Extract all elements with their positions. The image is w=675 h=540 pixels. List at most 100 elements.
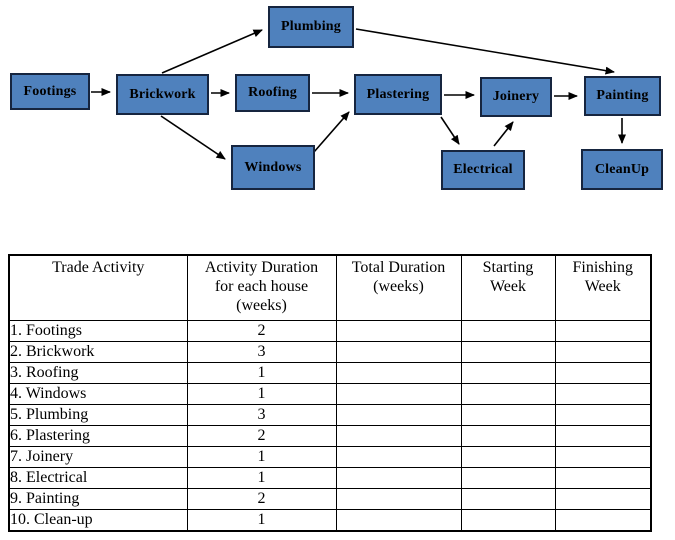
header-line: (weeks) (373, 278, 424, 295)
cell-starting-week (460, 424, 556, 447)
cell-total-duration (335, 508, 462, 531)
node-label: Windows (244, 159, 302, 175)
cell-total-duration (335, 382, 462, 405)
col-header-trade-activity: Trade Activity (8, 254, 188, 321)
cell-starting-week (460, 361, 556, 384)
cell-total-duration (335, 361, 462, 384)
node-label: CleanUp (594, 161, 650, 177)
col-header-total-duration: Total Duration (weeks) (335, 254, 462, 321)
node-label: Footings (23, 83, 77, 99)
header-line: Week (584, 278, 621, 295)
cell-starting-week (460, 466, 556, 489)
node-label: Roofing (248, 85, 297, 100)
cell-duration: 2 (186, 424, 337, 447)
cell-duration: 1 (186, 361, 337, 384)
cell-starting-week (460, 382, 556, 405)
trade-activity-table: Trade Activity Activity Duration for eac… (8, 254, 652, 532)
node-label: Plumbing (281, 19, 341, 34)
cell-finishing-week (554, 319, 652, 342)
cell-starting-week (460, 403, 556, 426)
header-line: Trade Activity (52, 259, 145, 276)
cell-finishing-week (554, 508, 652, 531)
arrow-plumbing-painting (355, 28, 615, 75)
node-label: Plastering (366, 86, 430, 102)
network-diagram: Footings Brickwork Roofing Plumbing Wind… (0, 0, 675, 230)
cell-finishing-week (554, 403, 652, 426)
cell-total-duration (335, 487, 462, 510)
cell-duration: 3 (186, 340, 337, 363)
table-row-footings: 1. Footings 2 (8, 319, 652, 342)
cell-duration: 2 (186, 487, 337, 510)
cell-starting-week (460, 508, 556, 531)
cell-activity: 1. Footings (8, 319, 188, 342)
cell-finishing-week (554, 445, 652, 468)
table-row-plumbing: 5. Plumbing 3 (8, 403, 652, 426)
arrow-plastering-electrical (440, 116, 460, 145)
header-row: Trade Activity Activity Duration for eac… (8, 254, 652, 321)
node-label: Electrical (453, 162, 513, 177)
node-plumbing: Plumbing (268, 6, 354, 48)
col-header-activity-duration: Activity Duration for each house (weeks) (186, 254, 337, 321)
cell-activity: 3. Roofing (8, 361, 188, 384)
header-line: Total Duration (351, 259, 446, 276)
header-line: for each house (214, 278, 309, 295)
node-plastering: Plastering (354, 74, 442, 115)
node-roofing: Roofing (235, 74, 310, 112)
cell-starting-week (460, 340, 556, 363)
arrow-brickwork-windows (160, 115, 226, 160)
table-row-brickwork: 2. Brickwork 3 (8, 340, 652, 363)
node-brickwork: Brickwork (116, 74, 209, 115)
cell-total-duration (335, 403, 462, 426)
table-row-plastering: 6. Plastering 2 (8, 424, 652, 447)
cell-starting-week (460, 487, 556, 510)
cell-finishing-week (554, 466, 652, 489)
node-painting: Painting (584, 76, 661, 116)
cell-total-duration (335, 340, 462, 363)
cell-activity: 8. Electrical (8, 466, 188, 489)
col-header-starting-week: Starting Week (460, 254, 556, 321)
cell-finishing-week (554, 361, 652, 384)
header-line: Starting (482, 259, 534, 276)
cell-finishing-week (554, 424, 652, 447)
cell-activity: 5. Plumbing (8, 403, 188, 426)
table-row-windows: 4. Windows 1 (8, 382, 652, 405)
table-row-cleanup: 10. Clean-up 1 (8, 508, 652, 531)
node-cleanup: CleanUp (581, 149, 663, 190)
table-row-roofing: 3. Roofing 1 (8, 361, 652, 384)
table-header: Trade Activity Activity Duration for eac… (8, 254, 652, 321)
cell-total-duration (335, 466, 462, 489)
node-windows: Windows (231, 145, 315, 190)
cell-activity: 10. Clean-up (8, 508, 188, 531)
node-label: Joinery (492, 89, 540, 104)
cell-activity: 7. Joinery (8, 445, 188, 468)
arrow-electrical-joinery (493, 121, 514, 147)
cell-duration: 1 (186, 445, 337, 468)
node-label: Brickwork (129, 86, 196, 102)
cell-total-duration (335, 319, 462, 342)
node-label: Painting (596, 88, 649, 103)
cell-duration: 2 (186, 319, 337, 342)
col-header-finishing-week: Finishing Week (554, 254, 652, 321)
cell-activity: 6. Plastering (8, 424, 188, 447)
cell-duration: 1 (186, 466, 337, 489)
node-footings: Footings (10, 73, 90, 110)
cell-activity: 4. Windows (8, 382, 188, 405)
arrow-brickwork-plumbing (161, 29, 263, 74)
cell-activity: 9. Painting (8, 487, 188, 510)
table-row-painting: 9. Painting 2 (8, 487, 652, 510)
arrow-windows-plastering (313, 111, 350, 153)
cell-finishing-week (554, 487, 652, 510)
node-joinery: Joinery (480, 77, 552, 117)
cell-total-duration (335, 445, 462, 468)
cell-finishing-week (554, 382, 652, 405)
diagram-arrows (91, 28, 626, 160)
table-row-joinery: 7. Joinery 1 (8, 445, 652, 468)
cell-starting-week (460, 319, 556, 342)
cell-starting-week (460, 445, 556, 468)
header-line: (weeks) (236, 297, 287, 314)
header-line: Week (489, 278, 527, 295)
cell-duration: 3 (186, 403, 337, 426)
cell-activity: 2. Brickwork (8, 340, 188, 363)
node-electrical: Electrical (441, 150, 525, 190)
